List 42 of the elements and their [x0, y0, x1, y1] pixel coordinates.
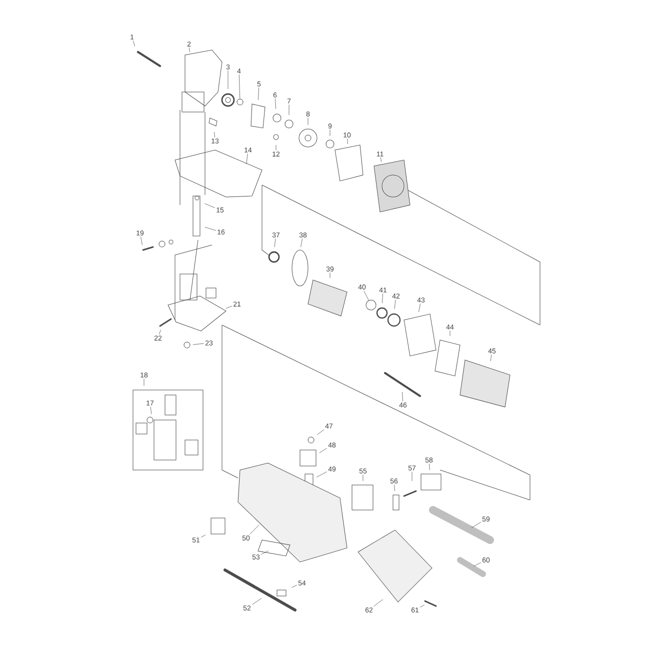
leader-line: [347, 138, 348, 144]
leader-line: [192, 343, 204, 345]
leader-line: [246, 153, 248, 164]
leader-line: [238, 74, 240, 99]
leader-line: [364, 290, 369, 300]
washer-drawing: [366, 300, 376, 310]
leader-line: [288, 104, 290, 116]
leader-line: [394, 299, 396, 310]
leader-line: [473, 562, 482, 566]
leader-line: [374, 599, 384, 607]
leader-line: [402, 392, 403, 402]
leader-line: [274, 238, 276, 248]
leader-line: [140, 236, 142, 246]
leader-line: [317, 429, 324, 435]
leader-line: [429, 463, 430, 470]
leader-line: [275, 98, 276, 110]
leader-line: [252, 598, 262, 605]
leader-line: [214, 132, 215, 138]
leader-line: [380, 157, 382, 162]
leader-line: [300, 238, 303, 248]
leader-line: [200, 534, 206, 538]
leader-line: [150, 406, 152, 414]
leader-line: [394, 484, 395, 492]
leader-line: [260, 550, 269, 555]
leader-line: [420, 604, 425, 608]
leader-line: [316, 471, 328, 478]
leader-line: [204, 226, 216, 231]
leader-line: [362, 474, 364, 482]
leader-line: [204, 203, 216, 208]
leader-line: [226, 306, 232, 309]
leader-line: [418, 303, 421, 312]
leader-line: [159, 330, 161, 335]
leader-line: [319, 448, 328, 454]
leader-line: [490, 354, 492, 362]
washer-drawing: [236, 98, 244, 106]
leader-line: [132, 40, 136, 46]
leader-line: [258, 87, 260, 100]
leader-line: [382, 293, 383, 304]
leader-line: [471, 522, 482, 528]
leader-line: [249, 524, 260, 535]
leader-line: [189, 47, 190, 52]
leader-line: [291, 585, 298, 588]
